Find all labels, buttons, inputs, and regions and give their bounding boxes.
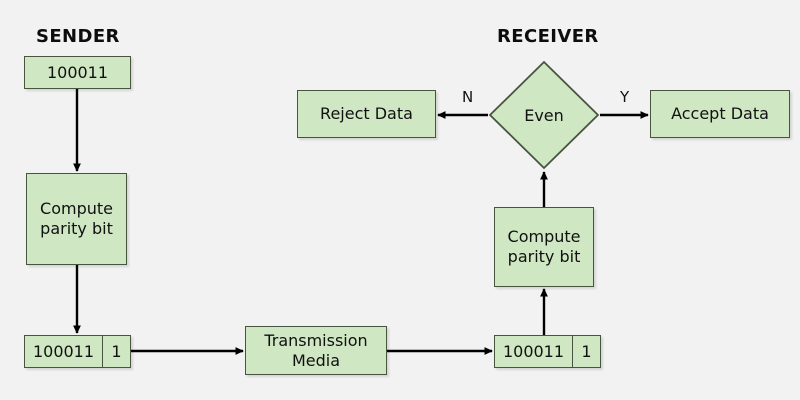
sender-compute-line-1: Compute [40, 199, 113, 219]
sender-compute-line-2: parity bit [40, 219, 113, 238]
sender-compute-parity-box[interactable]: Compute parity bit [26, 173, 127, 265]
sender-data-block[interactable]: 100011 [24, 56, 131, 89]
receiver-section-title: RECEIVER [497, 26, 599, 47]
receiver-frame-parity: 1 [572, 336, 600, 367]
transmission-media-box[interactable]: Transmission Media [245, 326, 387, 375]
decision-yes-label: Y [620, 88, 630, 106]
receiver-frame-data: 100011 [502, 341, 565, 361]
receiver-frame-block[interactable]: 100011 1 [494, 335, 601, 368]
receiver-compute-parity-box[interactable]: Compute parity bit [494, 207, 594, 287]
reject-data-box[interactable]: Reject Data [297, 90, 436, 138]
sender-frame-data: 100011 [32, 341, 95, 361]
decision-no-label: N [462, 88, 474, 106]
sender-data-value: 100011 [46, 62, 109, 82]
even-decision-diamond[interactable]: Even [488, 60, 600, 170]
receiver-compute-line-1: Compute [507, 227, 581, 247]
transmission-media-line-1: Transmission [264, 330, 368, 350]
receiver-compute-line-2: parity bit [507, 247, 581, 266]
sender-frame-block[interactable]: 100011 1 [24, 335, 131, 368]
sender-section-title: SENDER [36, 26, 120, 47]
diamond-shape-icon [488, 60, 600, 170]
accept-data-box[interactable]: Accept Data [650, 90, 790, 138]
accept-data-label: Accept Data [671, 104, 769, 124]
reject-data-label: Reject Data [320, 104, 413, 124]
sender-frame-parity: 1 [102, 336, 130, 367]
transmission-media-line-2: Media [291, 350, 341, 370]
even-decision-label: Even [524, 105, 564, 125]
